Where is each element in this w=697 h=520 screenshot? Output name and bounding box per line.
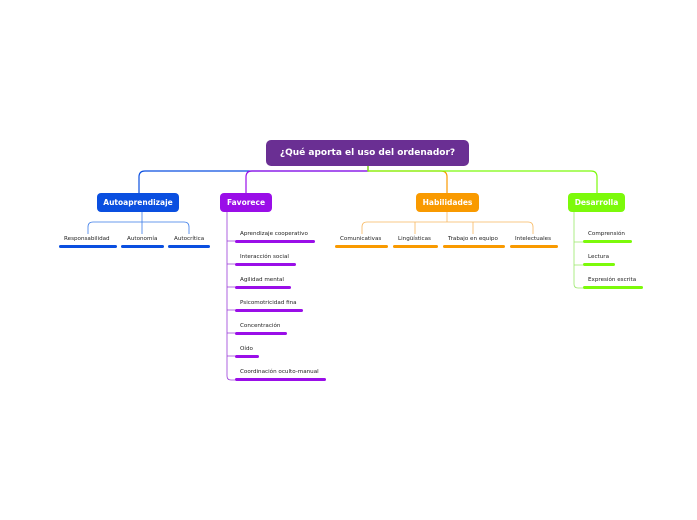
subtopic-underline bbox=[235, 332, 287, 335]
subtopic-comunicativas[interactable]: Comunicativas bbox=[340, 236, 382, 242]
subtopic-agilidad-mental[interactable]: Agilidad mental bbox=[240, 277, 284, 283]
subtopic-oido[interactable]: Oído bbox=[240, 346, 253, 352]
subtopic-underline bbox=[168, 245, 210, 248]
connector-root-favorece bbox=[245, 166, 369, 193]
subtopic-aprendizaje-cooperativo[interactable]: Aprendizaje cooperativo bbox=[240, 231, 308, 237]
subtopic-underline bbox=[335, 245, 388, 248]
subtopic-underline bbox=[121, 245, 164, 248]
subtopic-autocritica[interactable]: Autocrítica bbox=[174, 236, 205, 242]
subtopic-responsabilidad[interactable]: Responsabilidad bbox=[64, 236, 110, 242]
subtopic-underline bbox=[235, 309, 303, 312]
connector-root-desarrolla bbox=[367, 166, 598, 193]
subtopic-underline bbox=[235, 240, 315, 243]
subtopic-underline bbox=[393, 245, 438, 248]
topic-desarrolla[interactable]: Desarrolla bbox=[568, 193, 625, 212]
subtopic-underline bbox=[235, 378, 326, 381]
subtopic-underline bbox=[510, 245, 558, 248]
subtopic-interaccion-social[interactable]: Interacción social bbox=[240, 254, 289, 260]
connector-root-autoaprendizaje bbox=[138, 166, 369, 193]
subtopic-lectura[interactable]: Lectura bbox=[588, 254, 610, 260]
subtopic-underline bbox=[443, 245, 505, 248]
subtopic-expresion-escrita[interactable]: Expresión escrita bbox=[588, 277, 637, 283]
connector-desarrolla-items bbox=[573, 212, 583, 289]
topic-favorece[interactable]: Favorece bbox=[220, 193, 272, 212]
subtopic-coordinacion-oculto-manual[interactable]: Coordinación oculto-manual bbox=[240, 369, 319, 375]
connector-autoaprendizaje-items bbox=[87, 212, 190, 234]
subtopic-comprension[interactable]: Comprensión bbox=[588, 231, 625, 237]
subtopic-underline bbox=[583, 286, 643, 289]
subtopic-linguisticas[interactable]: Lingüísticas bbox=[398, 236, 431, 242]
topic-autoaprendizaje[interactable]: Autoaprendizaje bbox=[97, 193, 179, 212]
subtopic-underline bbox=[235, 263, 296, 266]
connector-favorece-items bbox=[226, 212, 235, 381]
root-topic[interactable]: ¿Qué aporta el uso del ordenador? bbox=[266, 140, 469, 166]
connector-root-habilidades bbox=[367, 166, 448, 193]
subtopic-underline bbox=[59, 245, 117, 248]
subtopic-autonomia[interactable]: Autonomía bbox=[127, 236, 158, 242]
connector-habilidades-items bbox=[361, 212, 534, 234]
subtopic-underline bbox=[235, 355, 259, 358]
topic-habilidades[interactable]: Habilidades bbox=[416, 193, 479, 212]
subtopic-underline bbox=[235, 286, 291, 289]
subtopic-concentracion[interactable]: Concentración bbox=[240, 323, 281, 329]
subtopic-psicomotricidad-fina[interactable]: Psicomotricidad fina bbox=[240, 300, 297, 306]
subtopic-underline bbox=[583, 263, 615, 266]
subtopic-trabajo-en-equipo[interactable]: Trabajo en equipo bbox=[448, 236, 498, 242]
subtopic-intelectuales[interactable]: Intelectuales bbox=[515, 236, 551, 242]
subtopic-underline bbox=[583, 240, 632, 243]
